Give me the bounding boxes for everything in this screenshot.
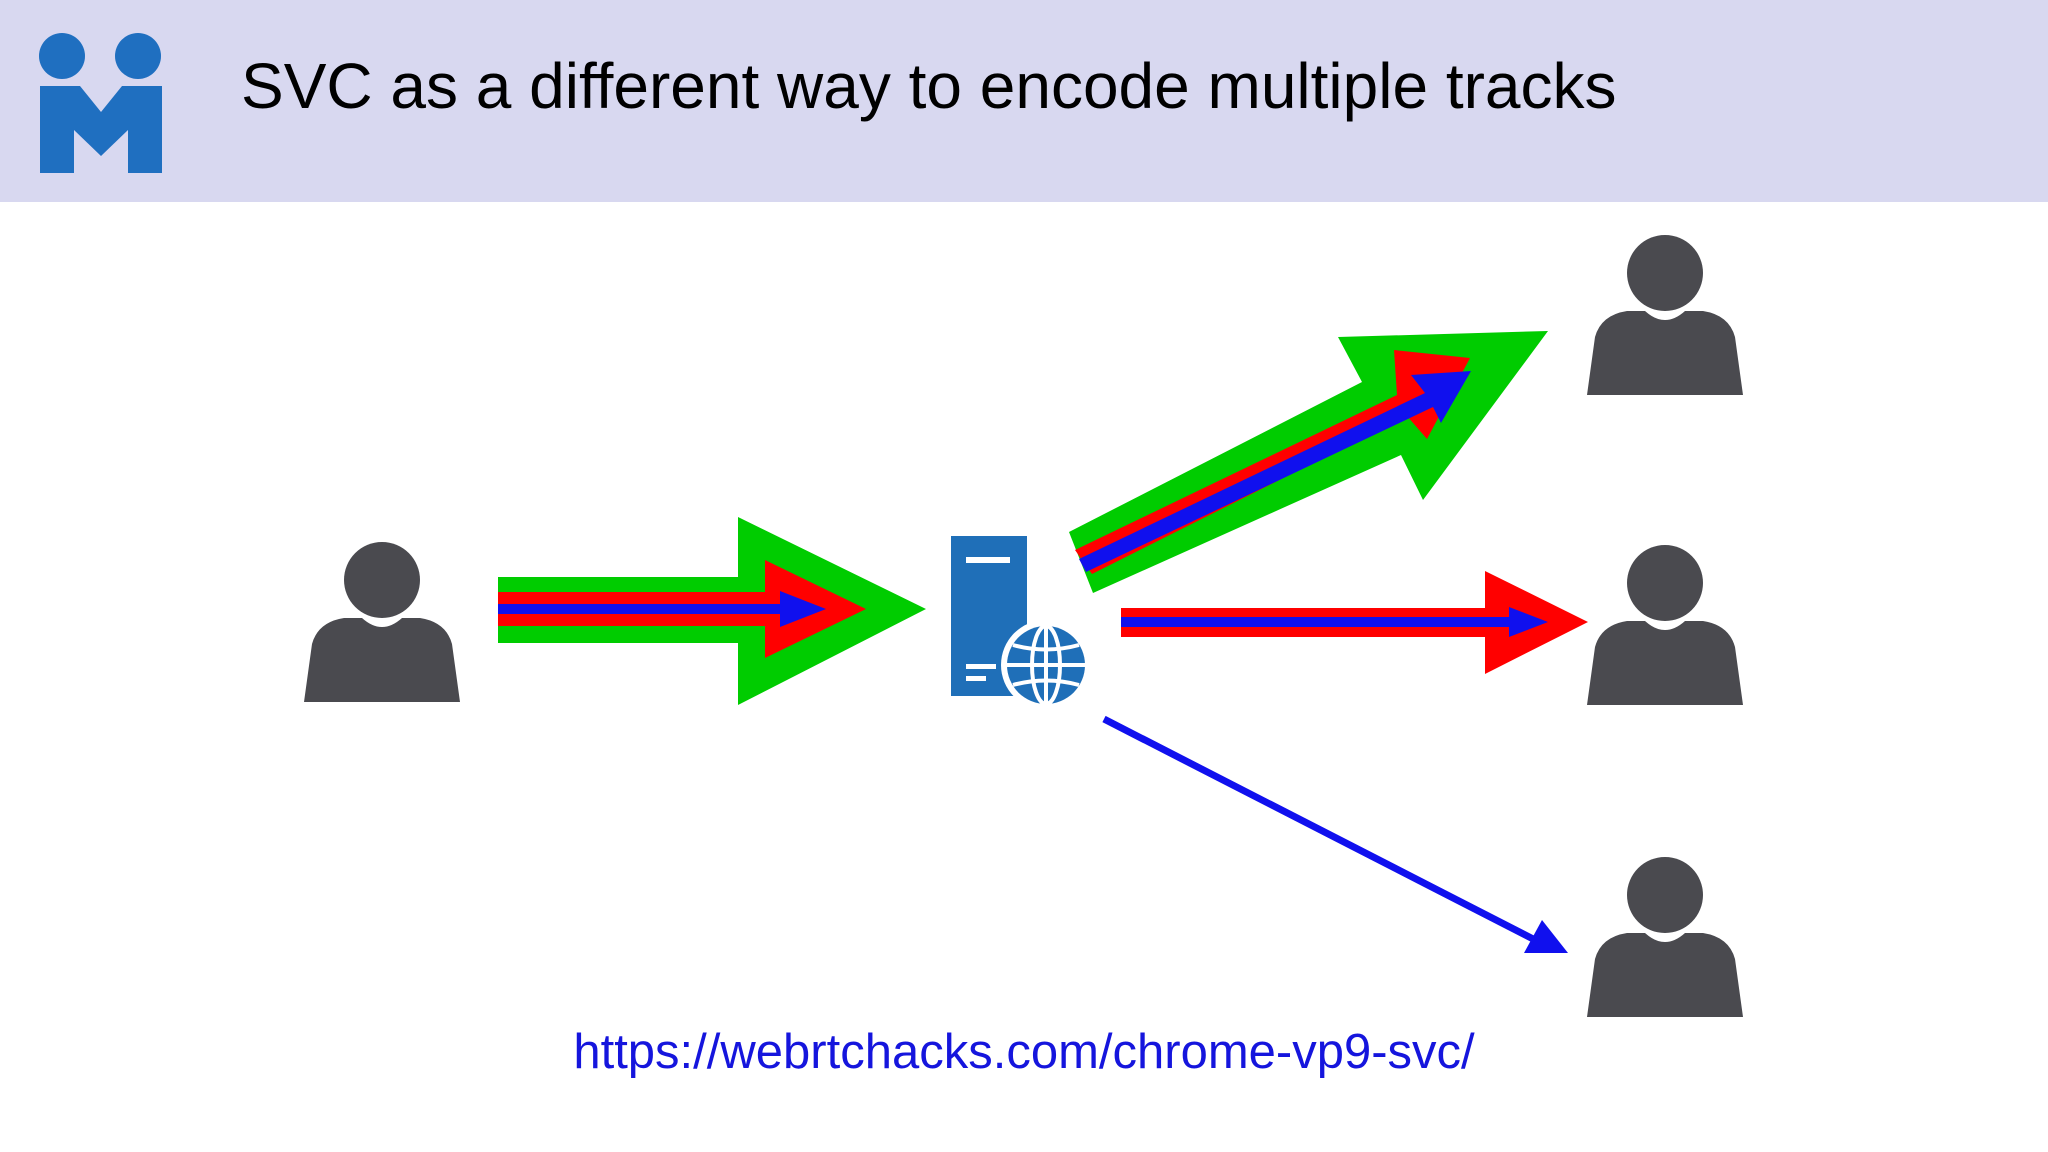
receiver-user-low-icon bbox=[1587, 857, 1743, 1017]
receiver-user-medium-icon bbox=[1587, 545, 1743, 705]
incoming-svc-arrow bbox=[498, 517, 926, 705]
output-arrow-medium bbox=[1121, 571, 1588, 674]
page-title: SVC as a different way to encode multipl… bbox=[241, 50, 1617, 122]
logo-icon bbox=[39, 33, 162, 173]
output-arrow-high bbox=[1069, 331, 1548, 593]
header-bar: SVC as a different way to encode multipl… bbox=[0, 0, 2048, 202]
sender-user-icon bbox=[304, 542, 460, 702]
receiver-user-high-icon bbox=[1587, 235, 1743, 395]
output-arrow-low bbox=[1102, 715, 1568, 953]
media-server-icon bbox=[951, 536, 1091, 710]
reference-link[interactable]: https://webrtchacks.com/chrome-vp9-svc/ bbox=[573, 1025, 1475, 1079]
